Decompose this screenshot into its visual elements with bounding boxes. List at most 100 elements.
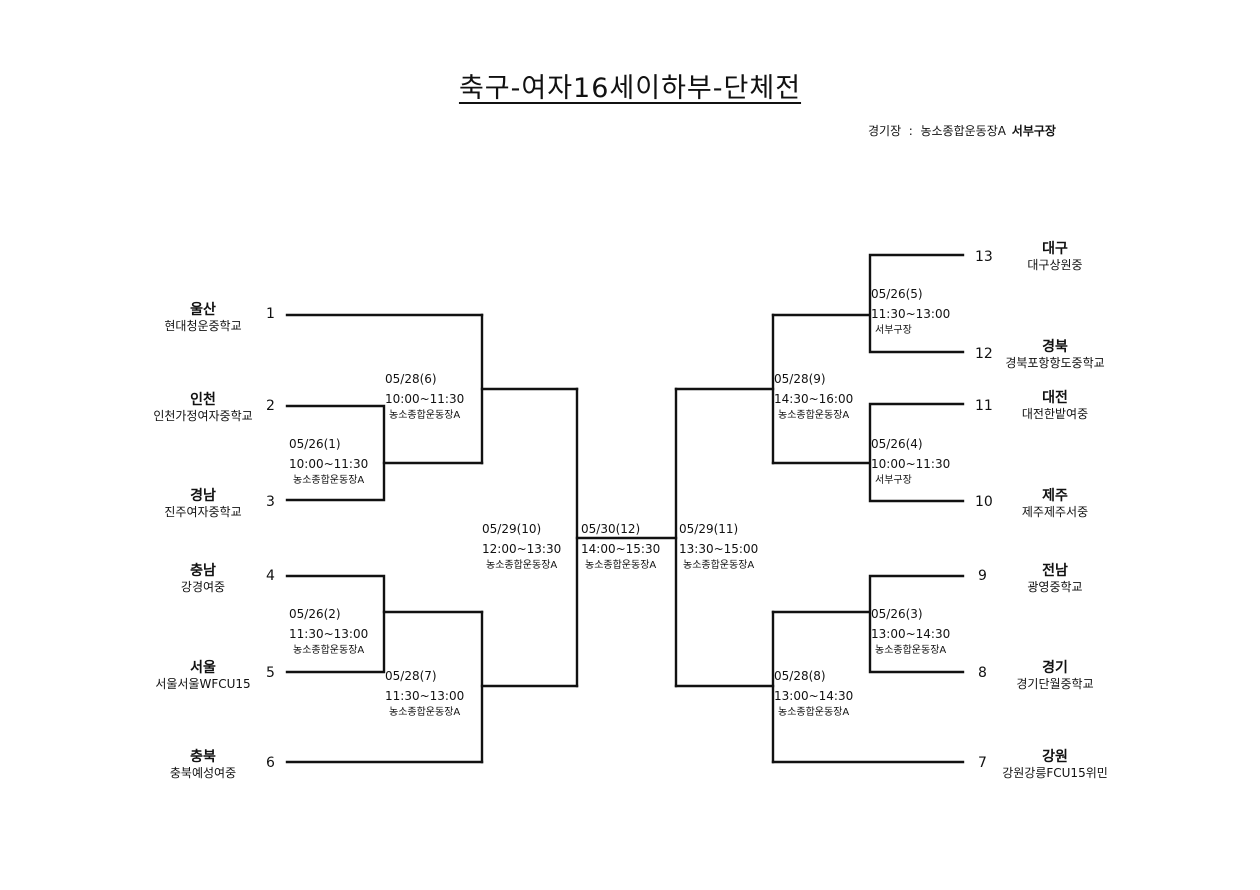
match-date: 05/28(9) <box>774 372 826 386</box>
team-school: 진주여자중학교 <box>164 505 242 519</box>
match-6: 05/28(6) 10:00~11:30 농소종합운동장A <box>385 369 464 423</box>
team-region: 강원 <box>1042 749 1068 765</box>
team-left-2: 인천 인천가정여자중학교 <box>103 392 303 424</box>
team-left-1: 울산 현대청운중학교 <box>103 302 303 334</box>
match-date: 05/30(12) <box>581 522 641 536</box>
team-region: 경북 <box>1042 339 1068 355</box>
team-right-11: 대전 대전한밭여중 <box>955 390 1155 422</box>
venue-separator: : <box>908 124 913 138</box>
team-school: 대전한밭여중 <box>1021 407 1089 421</box>
line-left-seed5 <box>285 610 386 674</box>
team-school: 강경여중 <box>180 580 226 594</box>
team-school: 제주제주서중 <box>1021 505 1089 519</box>
seed-number: 5 <box>266 665 275 681</box>
team-school: 충북예성여중 <box>169 766 237 780</box>
team-right-7: 강원 강원강릉FCU15위민 <box>955 749 1155 781</box>
seed-number: 4 <box>266 568 275 584</box>
seed-number: 10 <box>975 494 993 510</box>
match-date: 05/28(6) <box>385 372 437 386</box>
team-region: 인천 <box>190 392 216 408</box>
match-place: 농소종합운동장A <box>389 410 461 421</box>
match-time: 13:30~15:00 <box>679 542 759 556</box>
match-time: 14:00~15:30 <box>581 542 661 556</box>
venue-info: 경기장 : 농소종합운동장A 서부구장 <box>868 122 1056 139</box>
team-region: 제주 <box>1042 488 1068 504</box>
team-region: 전남 <box>1042 563 1068 579</box>
team-region: 대전 <box>1042 390 1068 406</box>
team-region: 서울 <box>190 660 216 676</box>
team-school: 경기단월중학교 <box>1016 677 1094 691</box>
team-school: 인천가정여자중학교 <box>153 409 253 423</box>
seed-number: 8 <box>978 665 987 681</box>
seed-number: 11 <box>975 398 993 414</box>
match-date: 05/26(4) <box>871 437 923 451</box>
match-3: 05/26(3) 13:00~14:30 농소종합운동장A <box>871 604 950 658</box>
match-place: 농소종합운동장A <box>293 645 365 656</box>
match-time: 11:30~13:00 <box>871 307 951 321</box>
match-1: 05/26(1) 10:00~11:30 농소종합운동장A <box>289 434 368 488</box>
match-date: 05/26(5) <box>871 287 923 301</box>
match-12-final: 05/30(12) 14:00~15:30 농소종합운동장A <box>581 519 660 573</box>
team-right-9: 전남 광영중학교 <box>955 563 1155 595</box>
team-school: 현대청운중학교 <box>164 319 242 333</box>
match-date: 05/28(7) <box>385 669 437 683</box>
line-left-seed4 <box>285 574 484 614</box>
team-left-5: 서울 서울서울WFCU15 <box>103 660 303 692</box>
team-region: 충남 <box>190 563 216 579</box>
match-11: 05/29(11) 13:30~15:00 농소종합운동장A <box>679 519 758 573</box>
team-region: 울산 <box>190 302 216 318</box>
match-date: 05/26(1) <box>289 437 341 451</box>
team-school: 대구상원중 <box>1027 258 1083 272</box>
team-school: 경북포항항도중학교 <box>1005 356 1105 370</box>
match-place: 농소종합운동장A <box>778 707 850 718</box>
line-match4 <box>771 402 965 503</box>
match-time: 10:00~11:30 <box>385 392 465 406</box>
page-title: 축구-여자16세이하부-단체전 <box>458 73 802 104</box>
line-left-seed2 <box>285 404 484 465</box>
team-right-12: 경북 경북포항항도중학교 <box>955 339 1155 371</box>
match-place: 농소종합운동장A <box>585 560 657 571</box>
match-time: 12:00~13:30 <box>482 542 562 556</box>
team-left-4: 충남 강경여중 <box>103 563 303 595</box>
seed-number: 9 <box>978 568 987 584</box>
seed-number: 1 <box>266 306 275 322</box>
match-time: 11:30~13:00 <box>385 689 465 703</box>
match-place: 농소종합운동장A <box>389 707 461 718</box>
team-right-8: 경기 경기단월중학교 <box>955 660 1155 692</box>
team-right-10: 제주 제주제주서중 <box>955 488 1155 520</box>
seed-number: 3 <box>266 494 275 510</box>
match-4: 05/26(4) 10:00~11:30 서부구장 <box>871 434 950 488</box>
match-time: 10:00~11:30 <box>289 457 369 471</box>
match-place: 농소종합운동장A <box>486 560 558 571</box>
venue-label: 경기장 <box>868 124 902 138</box>
line-match3 <box>771 574 965 674</box>
match-time: 13:00~14:30 <box>871 627 951 641</box>
team-left-6: 충북 충북예성여중 <box>103 749 303 781</box>
seed-number: 2 <box>266 398 275 414</box>
match-time: 11:30~13:00 <box>289 627 369 641</box>
match-date: 05/26(3) <box>871 607 923 621</box>
team-school: 서울서울WFCU15 <box>155 677 251 691</box>
team-region: 경기 <box>1042 660 1068 676</box>
seed-number: 12 <box>975 346 993 362</box>
team-right-13: 대구 대구상원중 <box>955 241 1155 273</box>
match-place: 농소종합운동장A <box>293 475 365 486</box>
match-place: 서부구장 <box>875 325 912 336</box>
seed-number: 6 <box>266 755 275 771</box>
venue-stadium: 농소종합운동장A <box>920 124 1006 138</box>
match-date: 05/29(10) <box>482 522 542 536</box>
venue-court: 서부구장 <box>1011 124 1056 138</box>
match-time: 14:30~16:00 <box>774 392 854 406</box>
team-region: 경남 <box>190 488 216 504</box>
match-7: 05/28(7) 11:30~13:00 농소종합운동장A <box>385 666 464 720</box>
seed-number: 13 <box>975 249 993 265</box>
seed-number: 7 <box>978 755 987 771</box>
match-place: 농소종합운동장A <box>875 645 947 656</box>
team-region: 충북 <box>190 749 216 765</box>
team-school: 강원강릉FCU15위민 <box>1002 766 1108 780</box>
match-9: 05/28(9) 14:30~16:00 농소종합운동장A <box>774 369 853 423</box>
team-left-3: 경남 진주여자중학교 <box>103 488 303 520</box>
team-school: 광영중학교 <box>1027 580 1083 594</box>
match-10: 05/29(10) 12:00~13:30 농소종합운동장A <box>482 519 561 573</box>
